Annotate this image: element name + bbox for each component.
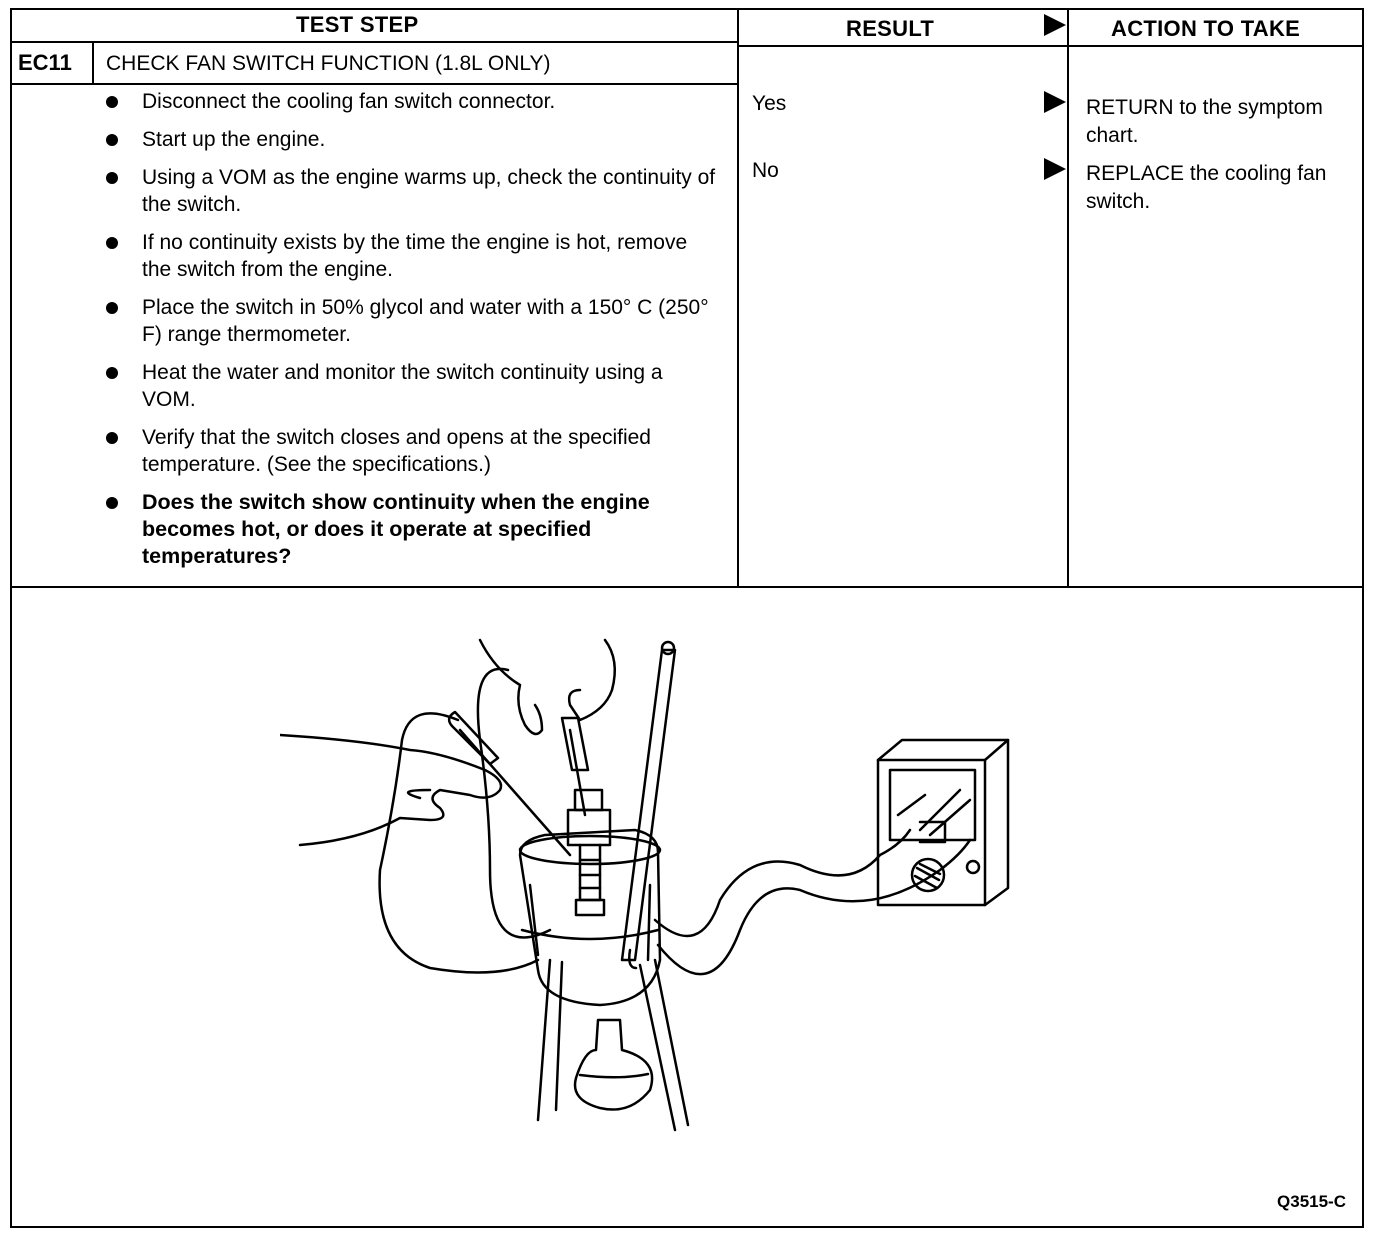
action-yes: RETURN to the symptom chart. bbox=[1086, 96, 1323, 147]
bullet-icon bbox=[106, 134, 118, 146]
bullet-icon bbox=[106, 497, 118, 509]
instruction-item: Verify that the switch closes and opens … bbox=[100, 424, 720, 478]
step-id-divider bbox=[92, 41, 94, 85]
header-arrow-icon bbox=[1044, 14, 1066, 36]
instruction-item: Start up the engine. bbox=[100, 126, 720, 153]
step-title-underline bbox=[10, 83, 739, 85]
header-underline-right bbox=[739, 45, 1364, 47]
bullet-icon bbox=[106, 237, 118, 249]
step-id: EC11 bbox=[18, 50, 72, 75]
result-yes: Yes bbox=[752, 92, 787, 115]
header-action: ACTION TO TAKE bbox=[1111, 16, 1301, 41]
instruction-item: If no continuity exists by the time the … bbox=[100, 229, 720, 283]
step-instructions: Disconnect the cooling fan switch connec… bbox=[100, 88, 720, 581]
column-divider-result-action bbox=[1067, 8, 1069, 588]
result-no: No bbox=[752, 159, 779, 182]
figure-code: Q3515-C bbox=[1277, 1192, 1346, 1211]
bullet-icon bbox=[106, 302, 118, 314]
action-no: REPLACE the cooling fan switch. bbox=[1086, 162, 1327, 213]
bullet-icon bbox=[106, 367, 118, 379]
header-underline-left bbox=[10, 41, 739, 43]
instruction-item: Using a VOM as the engine warms up, chec… bbox=[100, 164, 720, 218]
step-title: CHECK FAN SWITCH FUNCTION (1.8L ONLY) bbox=[106, 52, 551, 75]
figure-divider bbox=[10, 586, 1364, 588]
column-divider-step-result bbox=[737, 8, 739, 588]
bullet-icon bbox=[106, 172, 118, 184]
bullet-icon bbox=[106, 432, 118, 444]
instruction-item: Place the switch in 50% glycol and water… bbox=[100, 294, 720, 348]
header-result: RESULT bbox=[846, 16, 935, 41]
instruction-question: Does the switch show continuity when the… bbox=[100, 489, 720, 570]
instruction-item: Heat the water and monitor the switch co… bbox=[100, 359, 720, 413]
bullet-icon bbox=[106, 96, 118, 108]
fan-switch-test-illustration bbox=[280, 638, 1010, 1132]
result-yes-arrow-icon bbox=[1044, 91, 1066, 113]
test-step-table bbox=[10, 8, 1364, 1228]
result-no-arrow-icon bbox=[1044, 158, 1066, 180]
header-test-step: TEST STEP bbox=[296, 12, 419, 37]
instruction-item: Disconnect the cooling fan switch connec… bbox=[100, 88, 720, 115]
